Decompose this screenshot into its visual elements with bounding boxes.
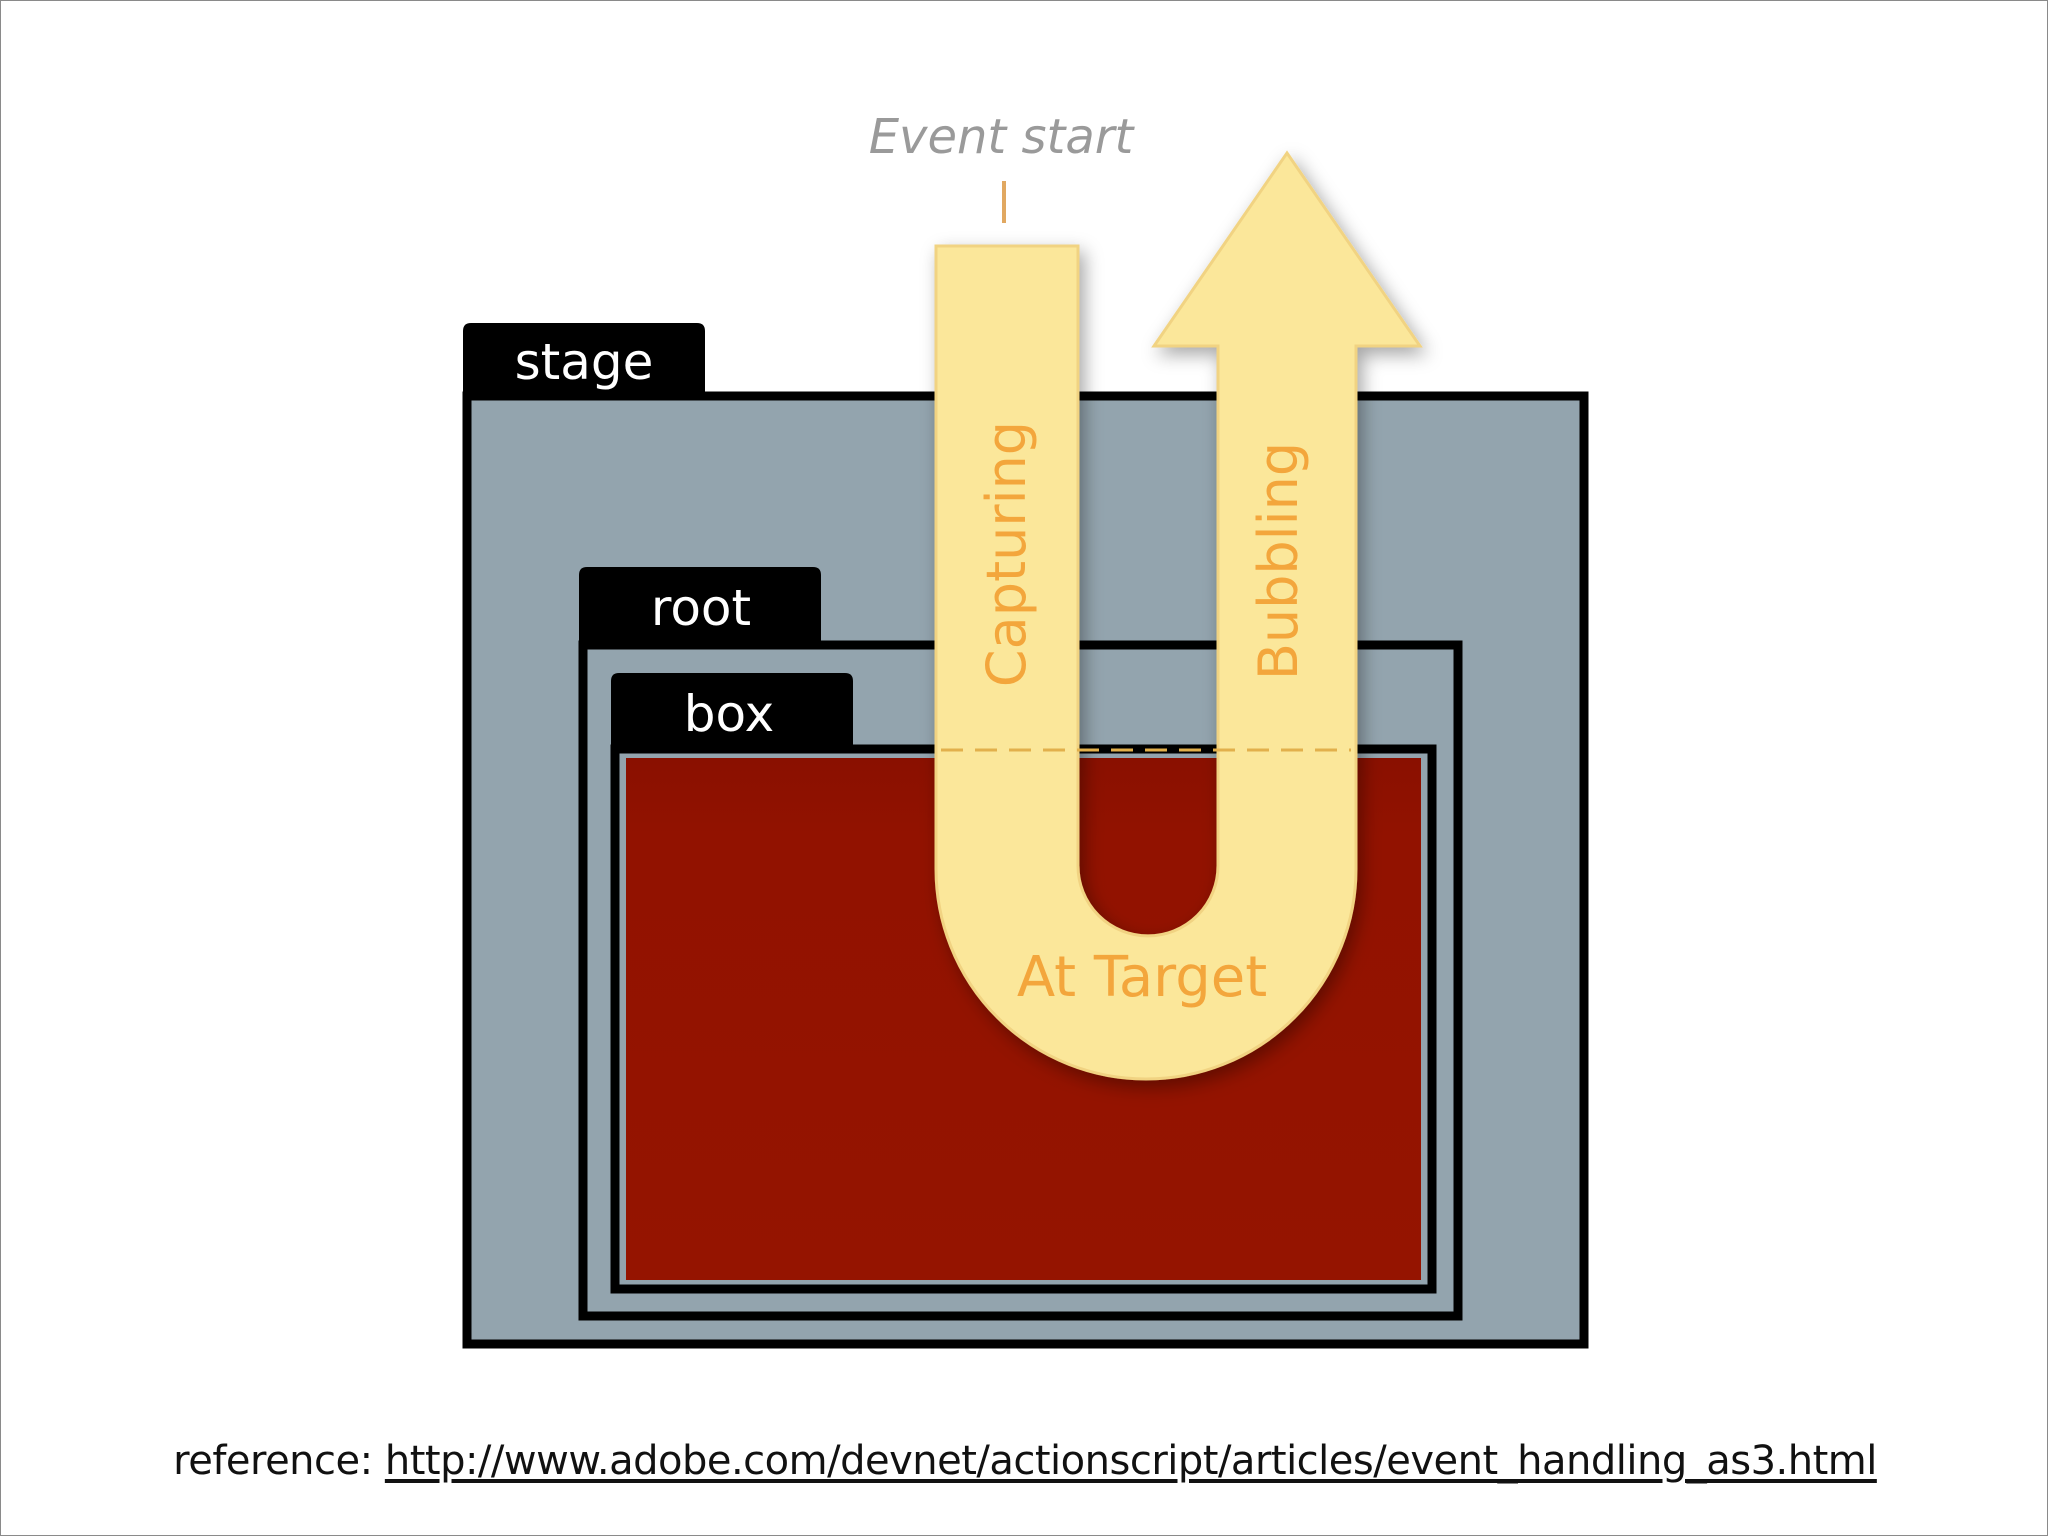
bubbling-label: Bubbling	[1247, 442, 1310, 680]
event-flow-arrow	[934, 150, 1423, 1081]
reference-prefix: reference:	[173, 1438, 373, 1484]
box-tab	[611, 673, 853, 753]
stage-tab	[463, 323, 705, 405]
reference-line: reference: http://www.adobe.com/devnet/a…	[1, 1438, 2048, 1484]
box-label: box	[684, 685, 774, 743]
event-start-label: Event start	[869, 109, 1136, 165]
stage-label: stage	[515, 333, 654, 391]
reference-link[interactable]: http://www.adobe.com/devnet/actionscript…	[384, 1438, 1878, 1484]
capturing-label: Capturing	[975, 421, 1038, 687]
root-label: root	[651, 579, 751, 637]
root-tab	[579, 567, 821, 651]
at-target-label: At Target	[1017, 945, 1267, 1010]
